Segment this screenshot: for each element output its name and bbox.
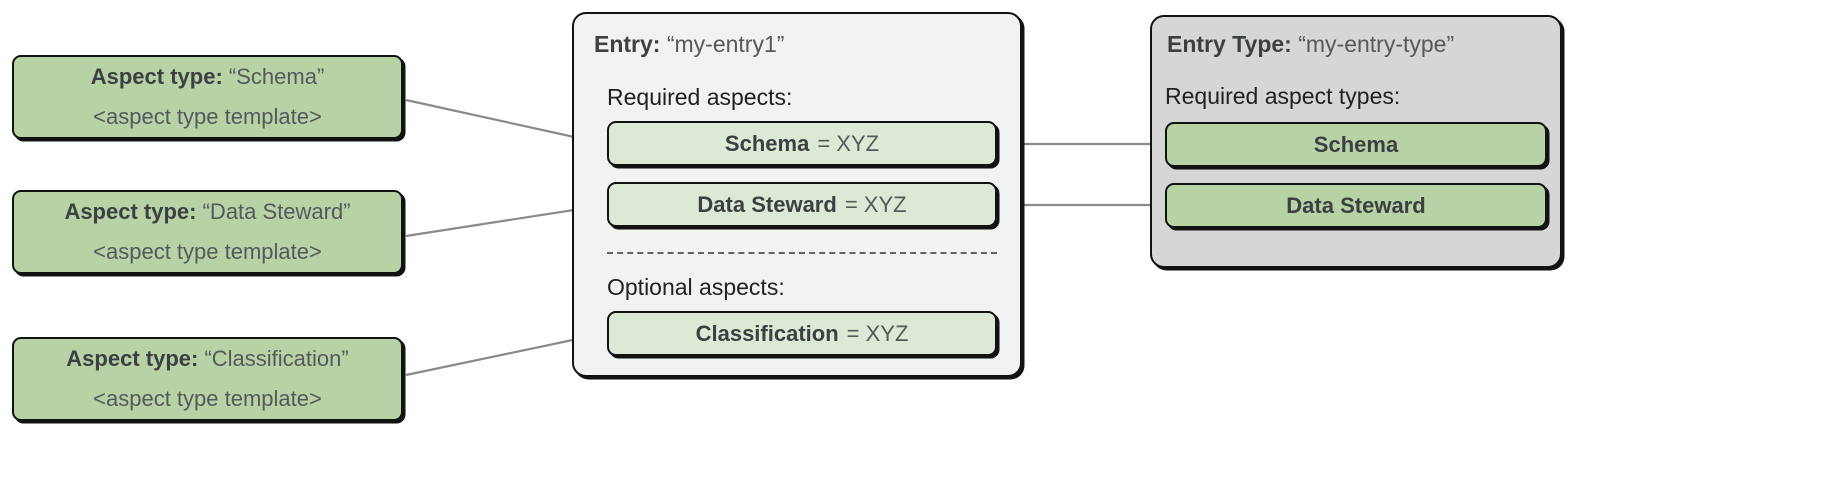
aspect-chip-value: = XYZ [844, 191, 907, 217]
aspect-type-template-label: <aspect type template> [93, 239, 322, 264]
entry-aspect-classification[interactable]: Classification = XYZ [607, 311, 997, 356]
optional-aspects-label: Optional aspects: [607, 274, 785, 300]
aspect-type-prefix: Aspect type: [66, 345, 199, 371]
required-aspect-types-label: Required aspect types: [1165, 83, 1401, 109]
aspect-type-title: Aspect type: “Data Steward” [64, 198, 351, 224]
aspect-chip-value: = XYZ [817, 130, 880, 156]
aspect-chip-value: = XYZ [846, 320, 909, 346]
aspect-type-template-label: <aspect type template> [93, 386, 322, 411]
entry-name: “my-entry1” [666, 31, 785, 57]
entry-type-heading: Entry Type: “my-entry-type” [1167, 31, 1454, 58]
aspect-chip-name: Classification [695, 320, 839, 346]
entry-type-panel[interactable]: Entry Type: “my-entry-type” Required asp… [1150, 15, 1562, 268]
aspect-type-card-schema[interactable]: Aspect type: “Schema” <aspect type templ… [12, 55, 403, 139]
aspect-chip-name: Data Steward [697, 191, 837, 217]
entry-type-aspect-schema[interactable]: Schema [1165, 122, 1547, 167]
aspect-type-prefix: Aspect type: [64, 198, 197, 224]
aspect-type-name: “Data Steward” [202, 198, 351, 224]
aspect-type-title: Aspect type: “Classification” [66, 345, 349, 371]
required-aspects-label: Required aspects: [607, 84, 793, 110]
aspect-type-name: “Schema” [228, 63, 325, 89]
entry-type-label-prefix: Entry Type: [1167, 31, 1292, 57]
entry-type-aspect-data-steward[interactable]: Data Steward [1165, 183, 1547, 228]
aspect-type-template-label: <aspect type template> [93, 104, 322, 129]
aspect-type-card-data-steward[interactable]: Aspect type: “Data Steward” <aspect type… [12, 190, 403, 274]
type-chip-name: Schema [1313, 131, 1399, 157]
entry-type-name: “my-entry-type” [1298, 31, 1455, 57]
type-chip-name: Data Steward [1286, 192, 1426, 218]
aspect-chip-name: Schema [724, 130, 810, 156]
aspect-type-prefix: Aspect type: [90, 63, 223, 89]
aspect-type-title: Aspect type: “Schema” [90, 63, 325, 89]
required-optional-divider [607, 252, 997, 254]
entry-panel[interactable]: Entry: “my-entry1” Required aspects: Sch… [572, 12, 1022, 377]
aspect-type-card-classification[interactable]: Aspect type: “Classification” <aspect ty… [12, 337, 403, 421]
aspect-type-name: “Classification” [204, 345, 349, 371]
entry-aspect-data-steward[interactable]: Data Steward = XYZ [607, 182, 997, 227]
entry-aspect-schema[interactable]: Schema = XYZ [607, 121, 997, 166]
entry-label-prefix: Entry: [594, 31, 661, 57]
entry-heading: Entry: “my-entry1” [594, 31, 784, 58]
